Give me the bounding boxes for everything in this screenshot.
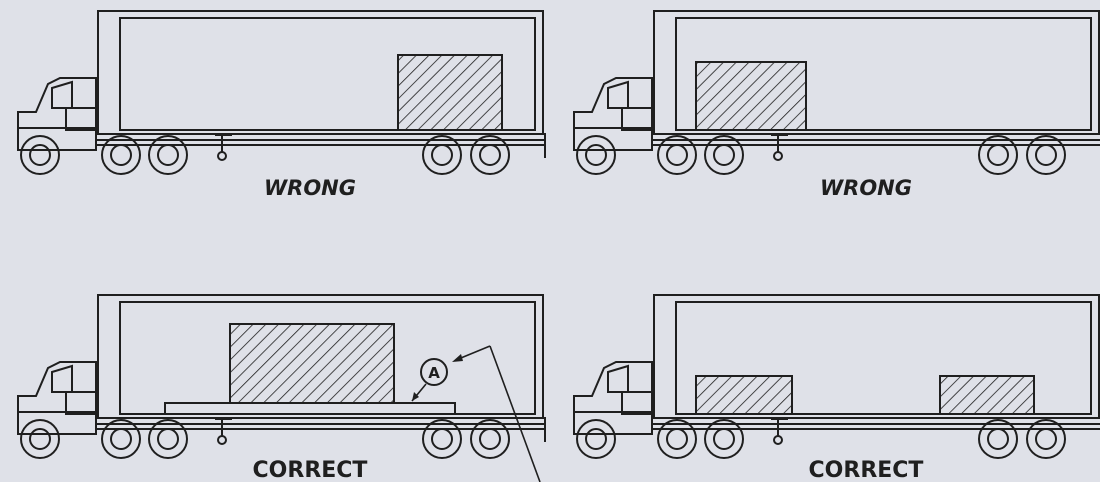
wheel: [576, 419, 616, 459]
wheel: [576, 135, 616, 175]
cargo-block-front: [695, 375, 793, 415]
truck-illustration: [573, 10, 1100, 175]
wheel: [101, 419, 141, 459]
wheel: [1026, 419, 1066, 459]
panel-top-right: WRONG: [573, 10, 1100, 200]
wheel: [422, 419, 462, 459]
cargo-block-rear: [939, 375, 1035, 415]
wheel: [704, 419, 744, 459]
panel-label: CORRECT: [253, 458, 368, 482]
wheel: [978, 419, 1018, 459]
wheel: [148, 419, 188, 459]
load-spreader-beam: [164, 402, 456, 415]
panel-label: WRONG: [820, 176, 912, 200]
panel-bottom-left: A CORRECT: [17, 294, 546, 482]
truck-illustration: [17, 10, 546, 175]
truck-illustration: [573, 294, 1100, 459]
panel-label: CORRECT: [809, 458, 924, 482]
wheel: [20, 135, 60, 175]
cargo-block: [695, 61, 807, 131]
cargo-block: [229, 323, 395, 404]
wheel: [20, 419, 60, 459]
panel-label: WRONG: [264, 176, 356, 200]
callout-letter: A: [428, 364, 440, 382]
wheel: [657, 135, 697, 175]
panel-bottom-right: CORRECT: [573, 294, 1100, 482]
wheel: [422, 135, 462, 175]
wheel: [101, 135, 141, 175]
wheel: [148, 135, 188, 175]
wheel: [657, 419, 697, 459]
wheel: [470, 135, 510, 175]
wheel: [704, 135, 744, 175]
callout-a: A: [411, 345, 541, 482]
wheel: [978, 135, 1018, 175]
wheel: [470, 419, 510, 459]
wheel: [1026, 135, 1066, 175]
cargo-block: [397, 54, 503, 131]
truck-illustration: [17, 294, 546, 459]
panel-top-left: WRONG: [17, 10, 546, 200]
